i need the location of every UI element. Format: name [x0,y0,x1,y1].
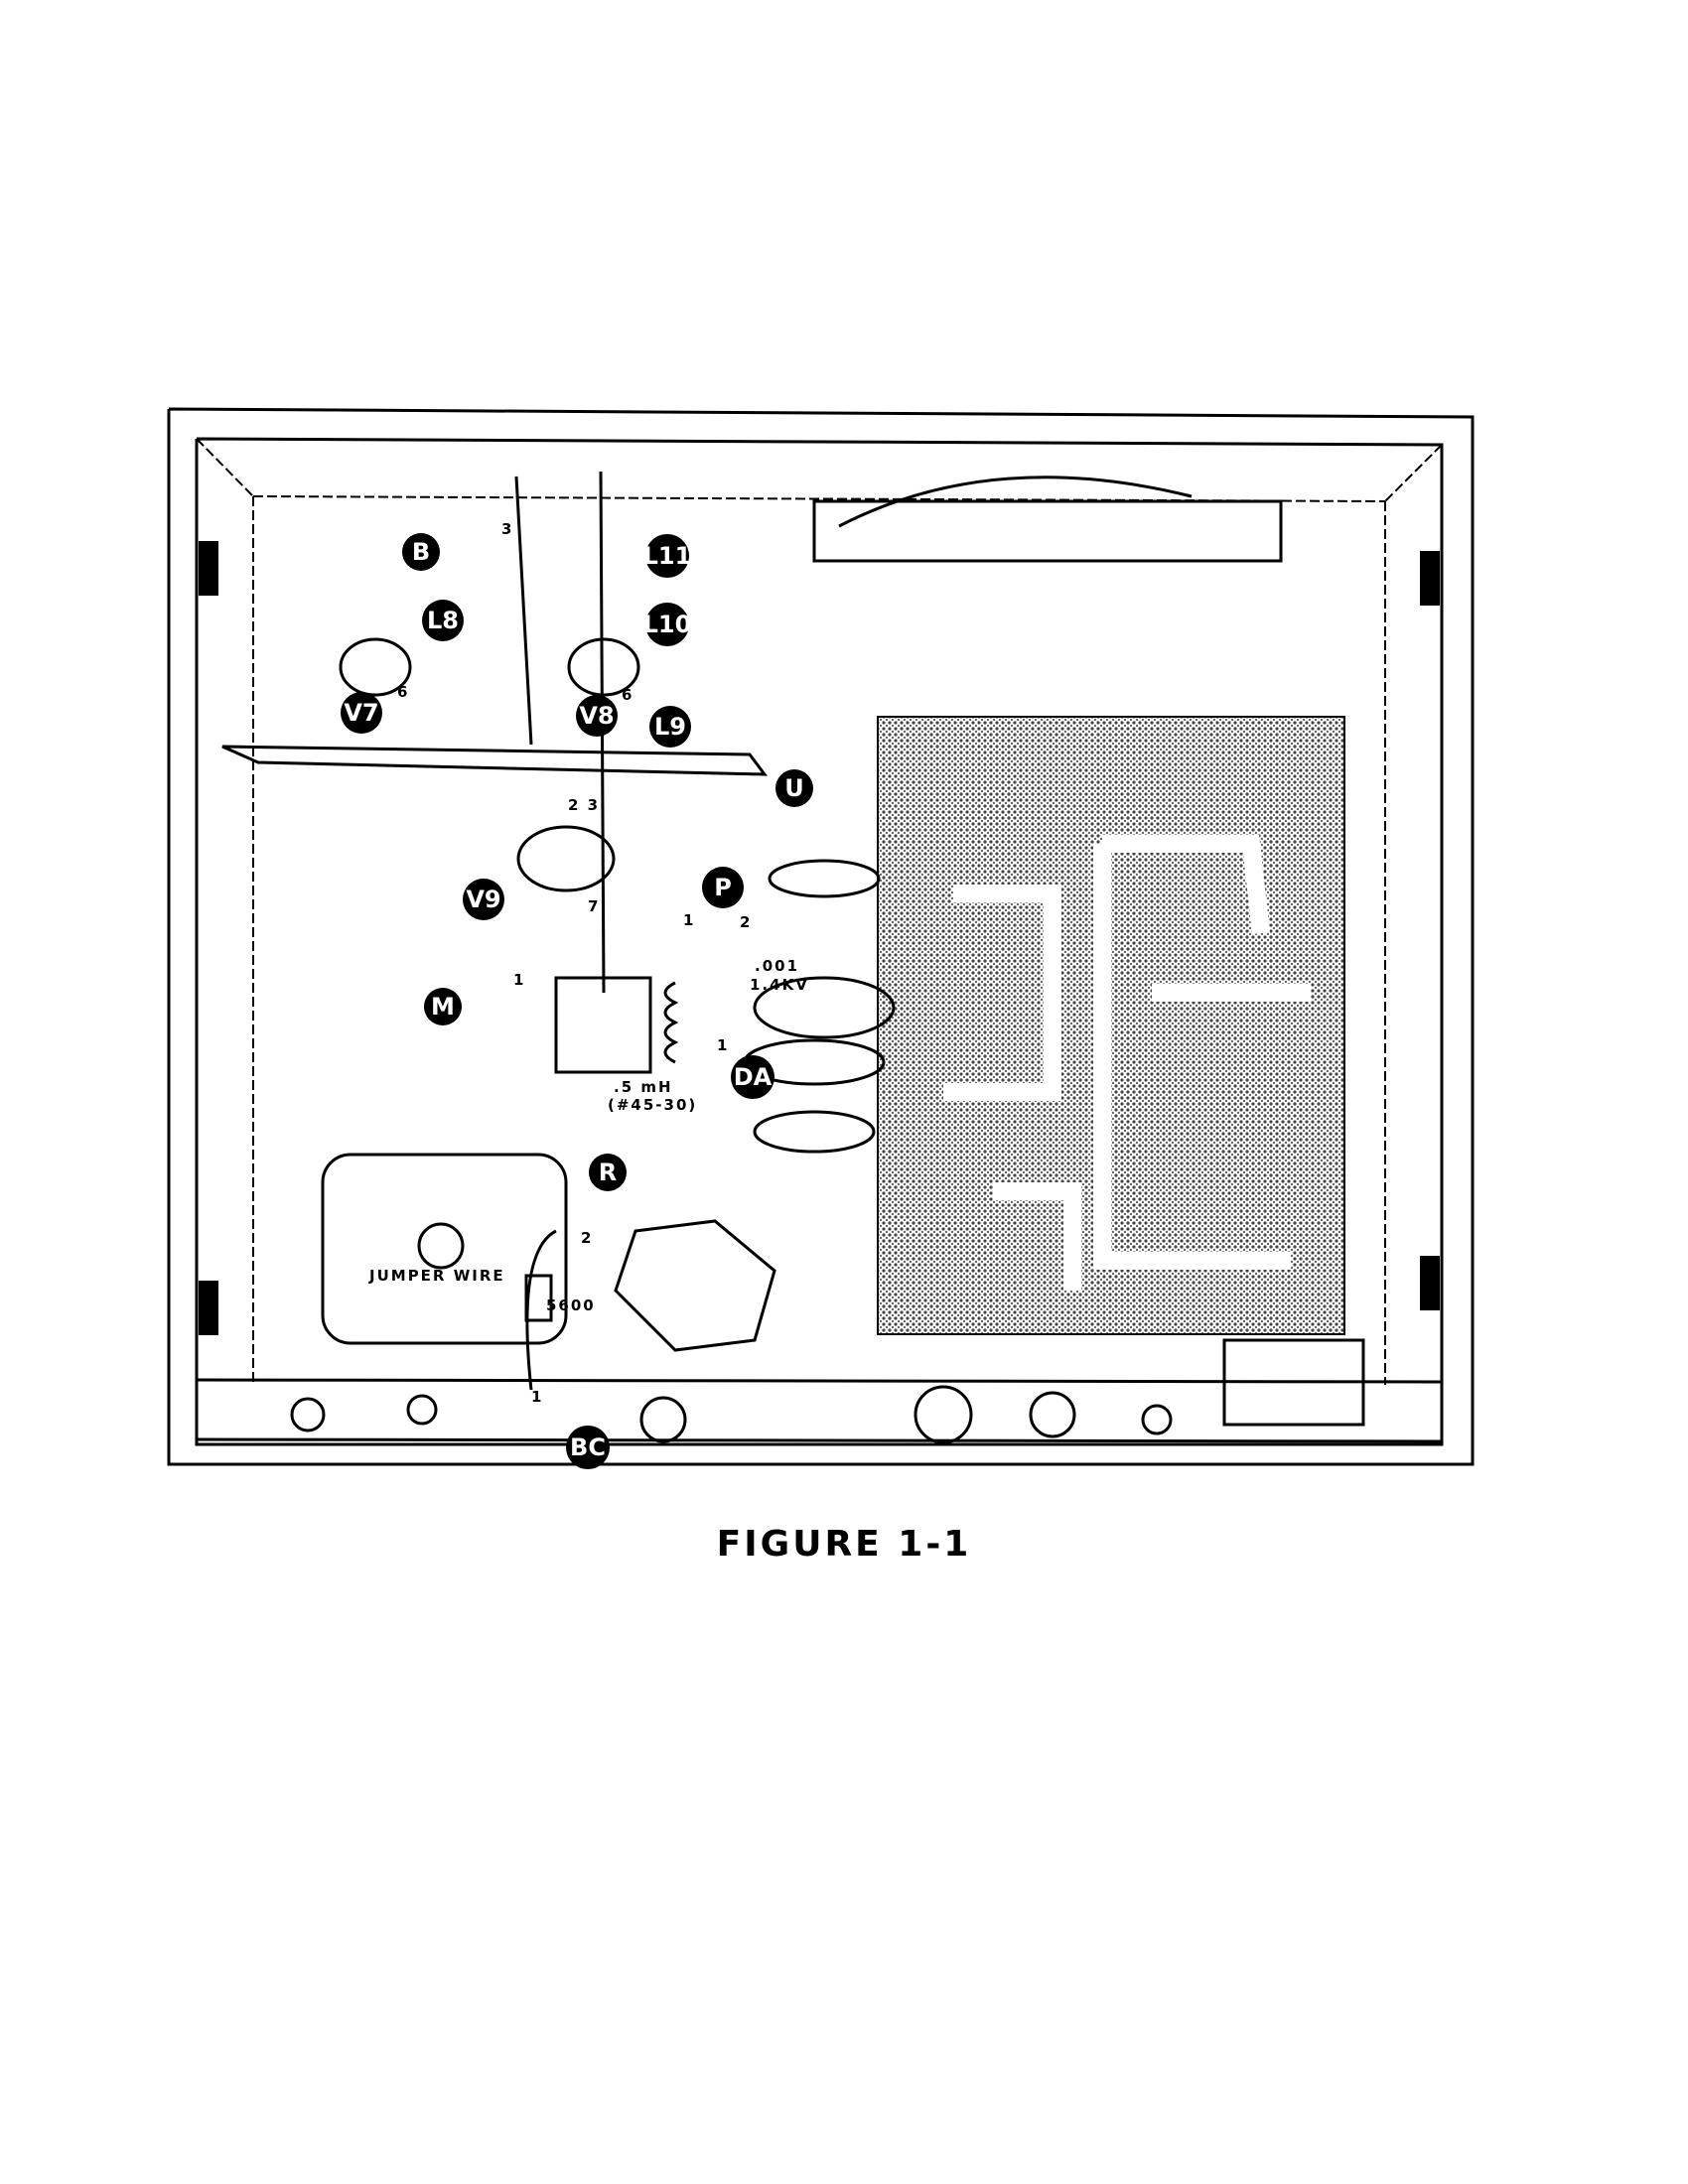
svg-text:U: U [784,774,804,802]
tube-socket-v9 [516,825,616,892]
svg-text:P: P [714,874,732,901]
svg-text:BC: BC [570,1433,606,1461]
power-transformer [1222,1338,1365,1427]
coil-form [554,976,652,1074]
cover-plate [321,1153,568,1345]
svg-text:R: R [599,1159,617,1186]
pin-label-v9-7: 7 [588,897,600,915]
pin-label-v8-6: 6 [622,686,633,704]
callout-l10: L10 [643,603,692,646]
callout-l8: L8 [422,600,464,641]
pin-label-p-1: 1 [683,911,695,929]
pin-label-r-2: 2 [581,1229,593,1247]
callout-bc: BC [566,1426,610,1469]
capacitor-voltage: 1.4KV [750,976,809,994]
tube-socket-v7 [339,637,412,697]
callout-v9: V9 [463,879,504,920]
capacitor-value: .001 [755,957,799,975]
svg-text:L8: L8 [427,607,459,634]
pin-label-v7-6: 6 [397,683,409,701]
pin-label-bc-1: 1 [531,1388,543,1406]
pin-label-m-1: 1 [513,971,525,989]
callout-l9: L9 [649,706,691,748]
svg-text:V9: V9 [466,886,500,913]
resistor-value: 5600 [546,1297,596,1314]
shield-bracket [221,745,769,776]
pin-label-da-1: 1 [717,1036,729,1054]
callout-l11: L11 [643,534,692,578]
choke-part-number: (#45-30) [608,1096,697,1114]
front-panel-jacks [290,1385,1173,1444]
svg-text:L10: L10 [643,611,692,638]
svg-text:V8: V8 [579,702,614,730]
callout-da: DA [731,1055,774,1099]
svg-text:DA: DA [734,1063,773,1091]
callout-m: M [424,988,462,1025]
pin-label-b-3: 3 [501,520,513,538]
callout-r: R [589,1154,627,1191]
dial-cord [838,476,1193,528]
callout-p: P [702,867,744,908]
octal-socket [614,1219,776,1352]
svg-text:B: B [412,538,430,566]
callout-u: U [775,769,813,807]
callout-b: B [402,533,440,571]
svg-text:M: M [431,993,455,1021]
printed-circuit-board [877,716,1345,1335]
choke-value: .5 mH [614,1078,673,1096]
pin-label-p-2: 2 [740,913,752,931]
figure-caption: FIGURE 1-1 [716,1524,972,1565]
svg-text:L11: L11 [643,542,692,570]
tube-socket-v8 [567,637,640,697]
pin-label-v9-2-3: 2 3 [568,796,600,814]
svg-text:V7: V7 [344,699,378,727]
callout-v8: V8 [576,695,618,737]
callout-v7: V7 [341,692,382,734]
jumper-wire-label: JUMPER WIRE [368,1267,505,1285]
chassis-frame [167,407,1475,1466]
svg-text:L9: L9 [654,713,686,741]
